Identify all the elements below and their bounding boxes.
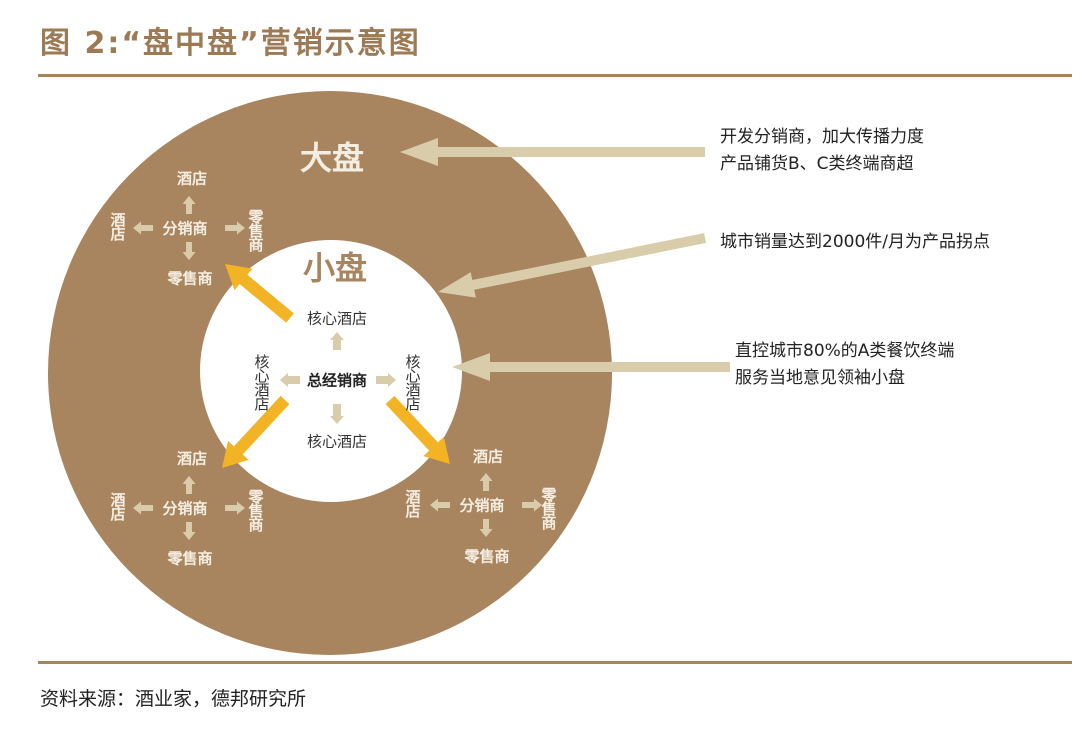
- cluster-retailer-bottom: 零售商: [464, 547, 510, 566]
- cluster-top-left-arrow-left: [133, 221, 153, 235]
- inner-arrow-right: [376, 373, 396, 387]
- expansion-arrow-top-left: [225, 264, 294, 323]
- inner-bottom-hotel: 核心酒店: [306, 432, 368, 451]
- cluster-bottom-left-arrow-left: [133, 501, 153, 515]
- cluster-retailer-bottom: 零售商: [167, 269, 213, 288]
- figure-title: 图 2:“盘中盘”营销示意图: [40, 26, 421, 61]
- cluster-bottom-left-arrow-right: [225, 501, 245, 515]
- cluster-hotel-left: 酒店: [403, 489, 422, 517]
- note-turning-point: 城市销量达到2000件/月为产品拐点: [720, 229, 990, 256]
- cluster-top-left-arrow-up: [182, 196, 196, 214]
- note-line: 产品铺货B、C类终端商超: [720, 154, 914, 174]
- xiaopan-label: 小盘: [302, 249, 368, 287]
- dapan-label: 大盘: [299, 139, 365, 177]
- cluster-bottom-right-arrow-right: [522, 498, 542, 512]
- note-line: 城市销量达到2000件/月为产品拐点: [720, 232, 990, 252]
- inner-circle-xiaopan: [200, 240, 462, 502]
- inner-arrow-up: [330, 332, 344, 350]
- note-line: 服务当地意见领袖小盘: [735, 368, 905, 388]
- callout-arrow-dapan: [400, 138, 705, 166]
- cluster-distributor: 分销商: [162, 219, 208, 238]
- cluster-retailer-right: 零售商: [246, 489, 265, 531]
- cluster-bottom-right-arrow-up: [479, 473, 493, 491]
- bottom-divider: [38, 661, 1072, 664]
- cluster-retailer-bottom: 零售商: [167, 549, 213, 568]
- cluster-top-left-arrow-down: [182, 242, 196, 260]
- source-note: 资料来源：酒业家，德邦研究所: [40, 688, 307, 710]
- cluster-bottom-left-arrow-up: [182, 476, 196, 494]
- cluster-retailer-right: 零售商: [539, 487, 558, 529]
- cluster-hotel-top: 酒店: [176, 169, 208, 188]
- cluster-hotel-left: 酒店: [108, 492, 127, 520]
- cluster-distributor: 分销商: [162, 499, 208, 518]
- callout-arrow-turning-point: [438, 233, 706, 298]
- expansion-arrow-bottom-left: [222, 395, 290, 468]
- inner-arrow-left: [280, 373, 300, 387]
- note-line: 直控城市80%的A类餐饮终端: [735, 341, 955, 361]
- inner-arrow-down: [330, 404, 344, 424]
- inner-center-distributor: 总经销商: [306, 371, 368, 390]
- cluster-hotel-top: 酒店: [176, 449, 208, 468]
- cluster-bottom-right-arrow-left: [430, 498, 450, 512]
- cluster-hotel-left: 酒店: [108, 212, 127, 240]
- cluster-bottom-left-arrow-down: [182, 522, 196, 540]
- note-line: 开发分销商，加大传播力度: [720, 127, 924, 147]
- inner-right-hotel: 核心酒店: [403, 354, 422, 410]
- expansion-arrow-bottom-right: [385, 395, 450, 464]
- cluster-hotel-top: 酒店: [472, 447, 504, 466]
- inner-top-hotel: 核心酒店: [306, 309, 368, 328]
- cluster-distributor: 分销商: [459, 496, 505, 515]
- note-xiaopan: 直控城市80%的A类餐饮终端 服务当地意见领袖小盘: [735, 338, 954, 392]
- top-divider: [38, 74, 1072, 77]
- inner-left-hotel: 核心酒店: [252, 354, 271, 410]
- callout-arrow-xiaopan: [452, 353, 730, 381]
- note-dapan: 开发分销商，加大传播力度 产品铺货B、C类终端商超: [720, 124, 924, 178]
- cluster-top-left-arrow-right: [225, 221, 245, 235]
- cluster-bottom-right-arrow-down: [479, 519, 493, 537]
- cluster-retailer-right: 零售商: [246, 209, 265, 251]
